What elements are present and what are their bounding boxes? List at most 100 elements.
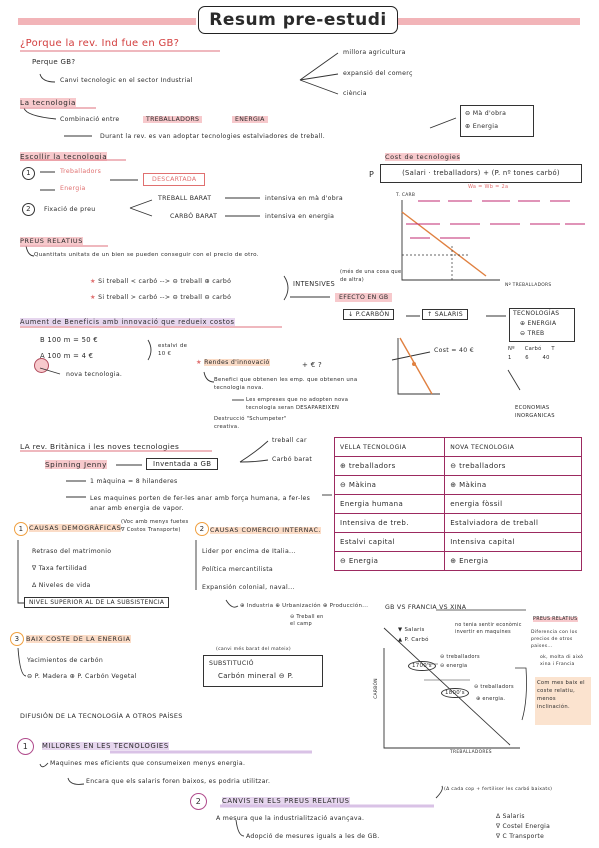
tecnologia-heading: La tecnologia (20, 98, 76, 107)
durant: Durant la rev. es van adoptar tecnologie… (100, 133, 325, 140)
dem-3: Δ Niveles de vida (32, 582, 91, 589)
causas-dem: CAUSAS DEMOGRÀFICAS (29, 524, 122, 532)
graph-y: T. CARB (396, 193, 416, 198)
les-empreses: Les empreses que no adopten nova tecnolo… (246, 397, 349, 411)
tec-energia: ⊕ ENERGIA (520, 320, 557, 327)
causes-num-2: 2 (195, 522, 209, 536)
arrow-line (299, 52, 339, 81)
nums-table: Nº Carbó T 1 6 40 (508, 346, 555, 361)
arrow-line (239, 459, 269, 463)
dem-2: ∇ Taxa fertilidad (32, 565, 87, 572)
estalvi: estalvi de 10 € (158, 343, 188, 357)
energia-minus: Energia (60, 185, 86, 192)
adopcio: Adopció de mesures iguals a les de GB. (246, 833, 380, 840)
dem-note: (Voc amb menys fuetes ∇ Costos Transport… (121, 519, 189, 533)
nums-vals: 1 6 40 (508, 355, 550, 361)
industria-line: ⊕ Industria ⊕ Urbanización ⊕ Producción.… (240, 603, 369, 609)
rev-brit: LA rev. Britànica i les noves tecnologie… (20, 442, 180, 451)
p-madera: ⊖ P. Madera ⊕ P. Carbón Vegetal (27, 673, 137, 680)
arrow-line (17, 540, 24, 604)
cost-tec-heading: Cost de tecnologies (385, 153, 461, 161)
perque-gb: Perque GB? (32, 58, 76, 66)
tec-treb: ⊖ TREB (520, 330, 545, 337)
y1800: 1800's (441, 688, 469, 698)
treball-car: treball car (272, 437, 307, 444)
rendes: ★ Rendes d'innovació (196, 359, 270, 366)
efecto-gb: EFECTO EN GB (335, 293, 393, 302)
yacimientos: Yacimientos de carbón (27, 657, 104, 664)
arrow-line (299, 79, 339, 95)
fixacio: Fixació de preu (44, 206, 96, 213)
q-gb: ¿Porque la rev. Ind fue en GB? (20, 38, 180, 49)
causes-num-1: 1 (14, 522, 28, 536)
carbo-barat2: Carbó barat (272, 456, 313, 463)
canvi-tec: Canvi tecnologic en el sector Industrial (60, 77, 193, 84)
pcarbo-box: ↓ P.CARBÓN (343, 309, 395, 320)
dem-1: Retraso del matrimonio (32, 548, 112, 555)
treb-1700: ⊖ treballadors (440, 654, 480, 660)
aument-heading: Aument de Beneficis amb innovació que re… (20, 318, 235, 326)
com-3: Expansión colonial, naval... (202, 584, 295, 591)
preus-rel-heading: PREUS RELATIUS (20, 237, 83, 245)
intensiva-en: intensiva en energia (265, 213, 335, 220)
table-row: ⊖ Màkina⊕ Màkina (333, 475, 582, 495)
millores: MILLORES EN LES TECNOLOGIES (42, 742, 169, 750)
right-list-item: ∇ Costel Energia (496, 823, 551, 830)
arrow-line (39, 73, 56, 83)
table-header-row: VELLA TECNOLOGIA NOVA TECNOLOGIA (333, 437, 582, 457)
arrow-line (235, 819, 245, 837)
circle-2a: 2 (22, 203, 35, 216)
inventada: Inventada a GB (146, 458, 219, 470)
ma-obra: ⊖ Mà d'obra (465, 110, 507, 117)
treballadors-label: TREBALLADORS (143, 116, 203, 123)
a-row: A 100 m = 4 € (40, 352, 94, 360)
arrow-line (25, 245, 35, 257)
maquines: Les maquines porten de fer-les anar amb … (90, 495, 311, 512)
formula-p: P (369, 170, 375, 179)
star-icon: ★ (90, 278, 99, 285)
salaris-box: ↑ SALARIS (422, 309, 469, 320)
brace (147, 339, 152, 361)
combinacio: Combinació entre (60, 116, 120, 123)
y1700: 1700's (408, 661, 436, 671)
arrow-line (129, 199, 153, 217)
title-bar-right (398, 18, 580, 25)
cost-line (401, 211, 487, 277)
difusion: DIFUSIÓN DE LA TECNOLOGÍA A OTROS PAÍSES (20, 712, 183, 720)
arrow-line (67, 777, 85, 785)
quantitats: Quantitats unitats de un bien se pueden … (34, 252, 259, 258)
table-header: VELLA TECNOLOGIA (333, 437, 446, 457)
arrow-line (391, 351, 431, 361)
arrow-line (23, 107, 57, 120)
treb-1800: ⊖ treballadors (474, 684, 514, 690)
cost-40: Cost = 40 € (434, 347, 474, 354)
arrow-line (429, 117, 457, 129)
arrow-line (40, 171, 55, 191)
table-row: ⊕ treballadors⊖ treballadors (333, 456, 582, 476)
arrow-line (39, 762, 49, 768)
destruccio: Destrucció "Schumpeter" creativa. (214, 416, 287, 430)
treball-camp: ⊖ Treball en el camp (290, 614, 324, 627)
right-list-item: Δ Salaris (496, 813, 525, 820)
energia-plus: ⊕ Energia (465, 123, 499, 130)
if-2: ★ Si treball > carbó --> ⊖ treball ⊖ car… (90, 294, 232, 301)
energia-label: ENERGIA (232, 116, 268, 123)
brace (283, 275, 289, 301)
carbo-barat: CARBÓ BARAT (170, 213, 218, 220)
plus-icon: ⊕ (465, 123, 473, 130)
canvi-baix: (canvi més barat del mateix) (216, 647, 291, 652)
en-1800: ⊕ energia. (476, 696, 506, 702)
mes-una: (més de una cosa que de altra) (340, 269, 402, 283)
en-1700: ⊖ energia (440, 663, 468, 669)
minus-icon: ⊖ (465, 110, 473, 117)
dem-nivell: NIVEL SUPERIOR AL DE LA SUBSISTENCIA (24, 597, 170, 608)
a-mesura: A mesura que la industrialització avança… (216, 815, 365, 822)
if-1: ★ Si treball < carbó --> ⊖ treball ⊕ car… (90, 278, 232, 285)
branch-3: ciència (343, 90, 367, 97)
maquines-mes: Maquines mes eficients que consumeixen m… (50, 760, 246, 767)
carbon-mineral: Carbón mineral ⊖ P. (218, 672, 294, 680)
delta-cost: (Δ cada cop + fertiliser les carbó baixa… (444, 787, 553, 792)
trab-plus: Treballadors (60, 168, 102, 175)
